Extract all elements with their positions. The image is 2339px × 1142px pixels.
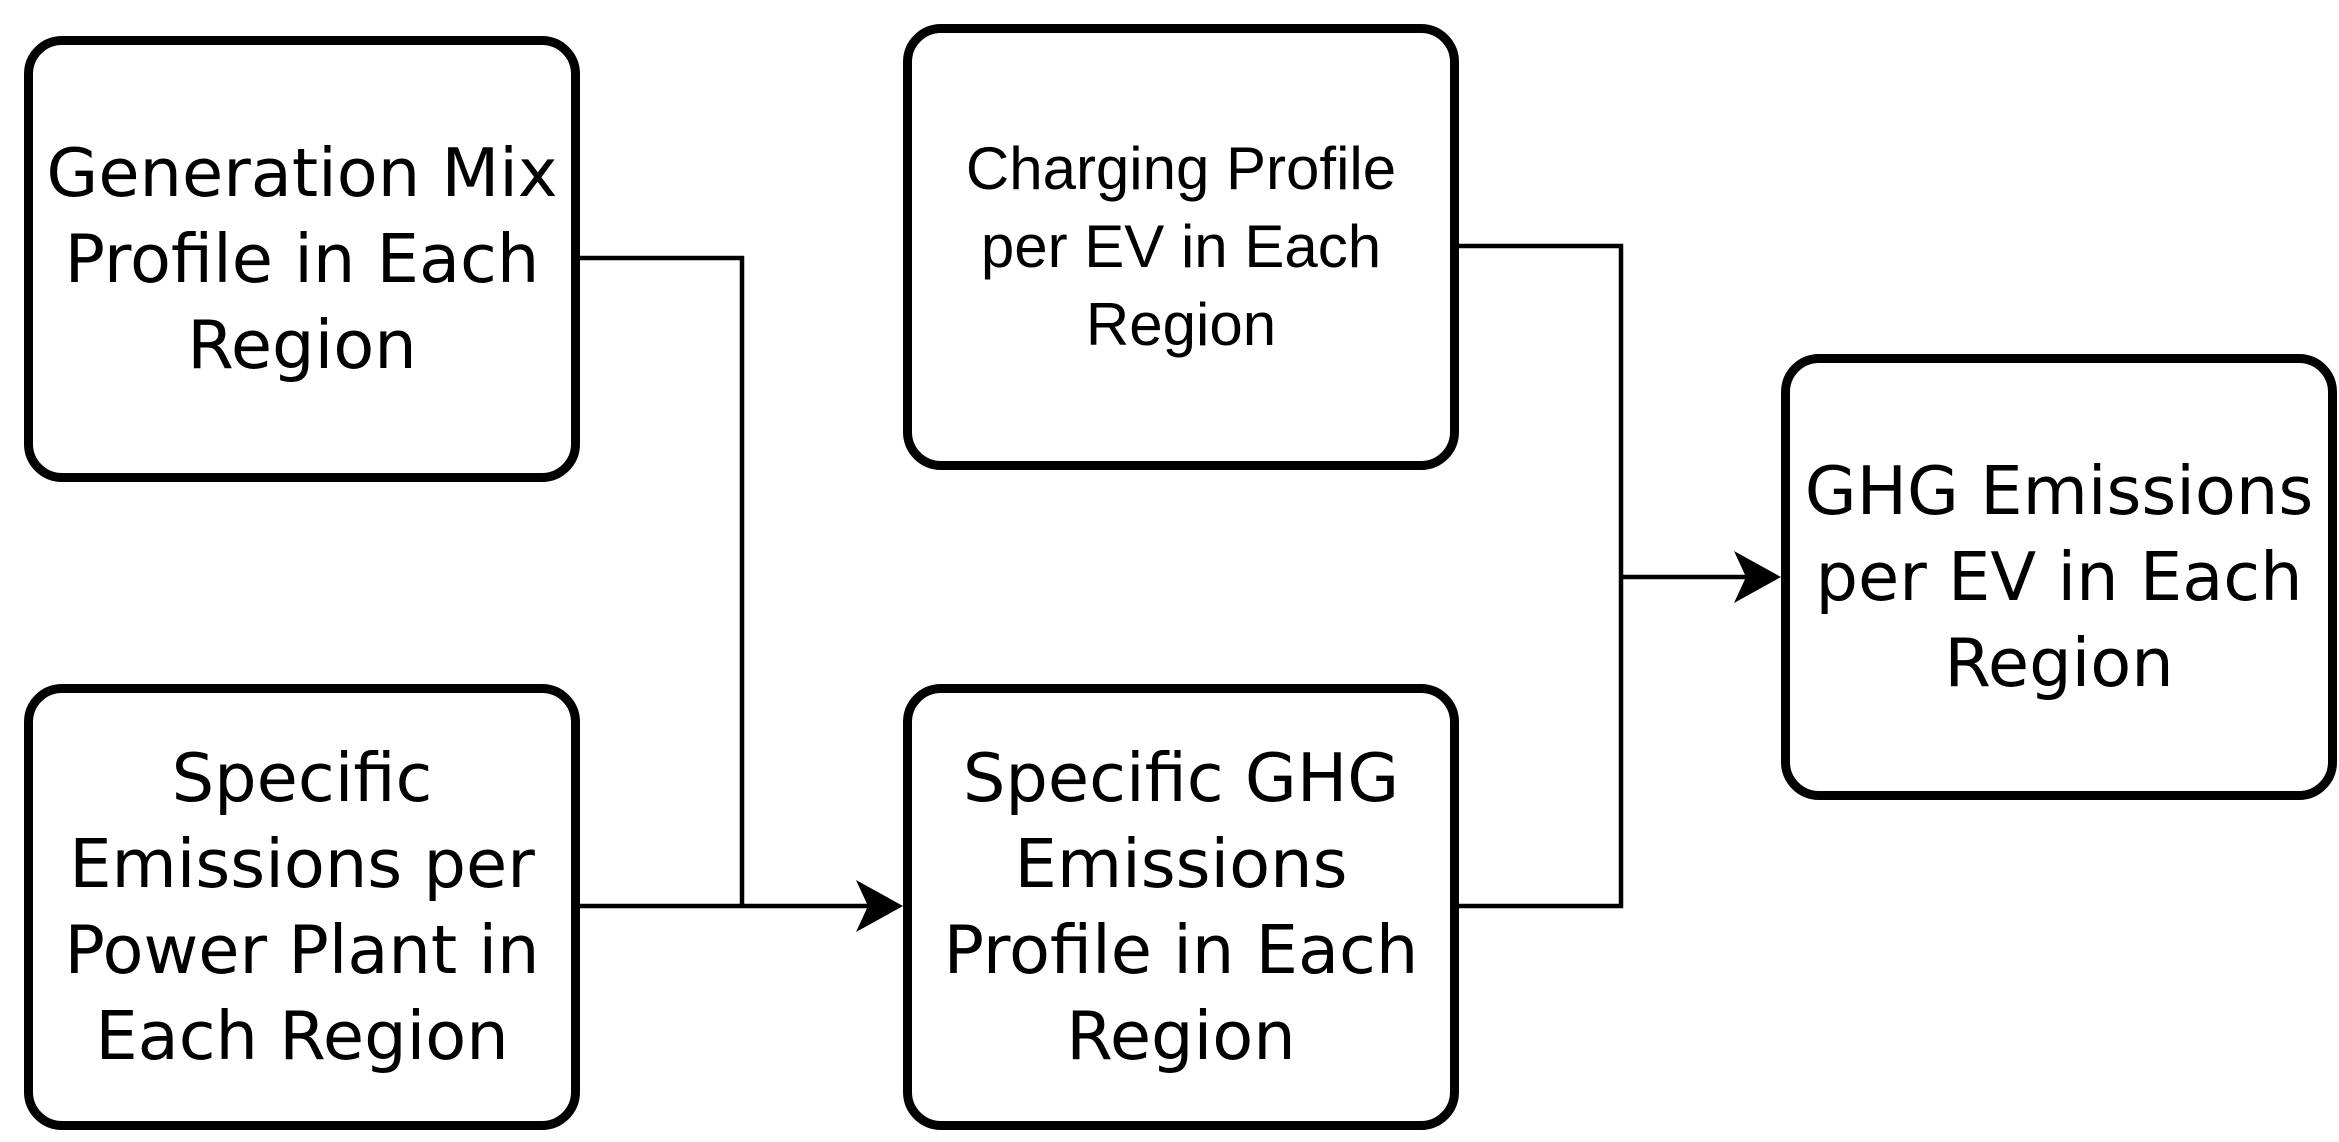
edge-specific-ghg-to-ghg-emissions [1459, 577, 1624, 909]
node-generation-mix-label: Generation Mix Profile in Each Region [46, 134, 558, 384]
node-ghg-emissions: GHG Emissions per EV in Each Region [1781, 354, 2337, 800]
node-ghg-emissions-label: GHG Emissions per EV in Each Region [1804, 452, 2314, 702]
arrowhead-ghg-emissions [1734, 551, 1781, 603]
node-generation-mix: Generation Mix Profile in Each Region [24, 36, 580, 482]
edge-generation-mix-to-specific-ghg [580, 255, 745, 906]
edge-charging-profile-to-ghg-emissions [1459, 243, 1624, 577]
node-charging-profile: Charging Profile per EV in Each Region [903, 24, 1459, 470]
node-charging-profile-label: Charging Profile per EV in Each Region [965, 135, 1397, 358]
node-specific-ghg-label: Specific GHG Emissions Profile in Each R… [943, 739, 1419, 1075]
node-specific-emissions-label: Specific Emissions per Power Plant in Ea… [64, 739, 540, 1075]
arrowhead-specific-ghg [856, 880, 903, 932]
node-specific-emissions: Specific Emissions per Power Plant in Ea… [24, 684, 580, 1130]
node-specific-ghg: Specific GHG Emissions Profile in Each R… [903, 684, 1459, 1130]
